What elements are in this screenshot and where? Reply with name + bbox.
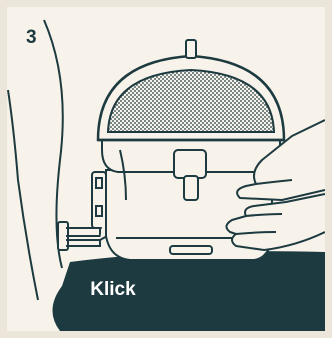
canopy-knob (186, 40, 196, 58)
installation-illustration (7, 7, 325, 331)
klick-callout-badge: Klick (69, 273, 157, 307)
instruction-panel: 3 Klick (7, 7, 325, 331)
base-slot (170, 246, 212, 254)
step-number: 3 (26, 28, 37, 47)
seat-side-outline (8, 90, 38, 300)
